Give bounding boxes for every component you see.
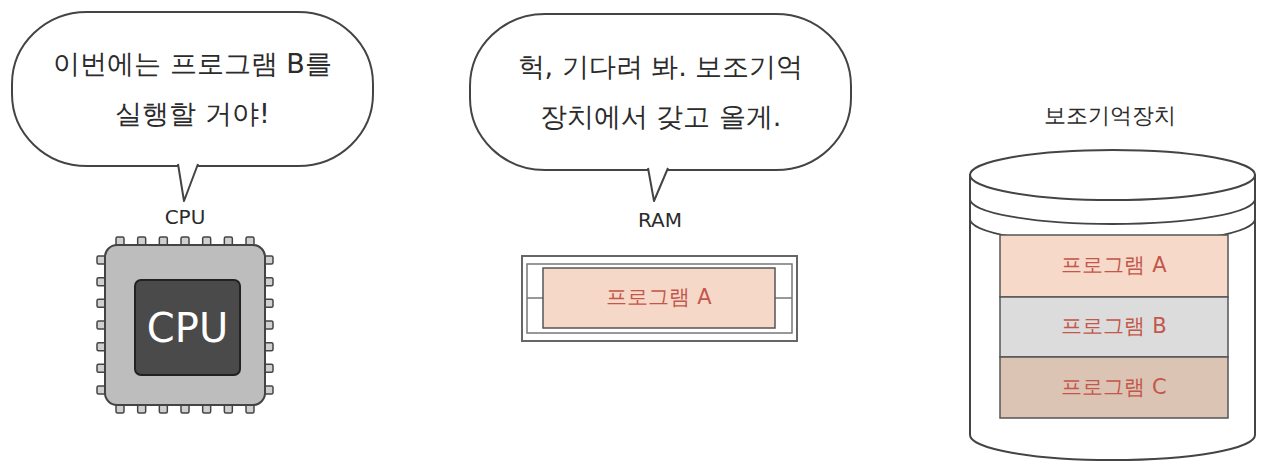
bubble-body: [470, 14, 851, 170]
part-heading: RAM: [638, 208, 682, 232]
chip-package: [105, 245, 265, 405]
program-box: 프로그램 A: [543, 268, 775, 328]
chip-pins: [97, 237, 273, 413]
storage-cylinder-top: [970, 150, 1255, 200]
storage-cylinder-body: [970, 175, 1255, 460]
speech-bubble: 이번에는 프로그램 B를 실행할 거야!: [10, 10, 375, 205]
storage-disk-ring: [970, 199, 1255, 224]
program-box-bg: [1000, 235, 1228, 297]
program-label: 프로그램 B: [1061, 314, 1166, 339]
program-label: 프로그램 A: [606, 285, 711, 310]
program-box: 프로그램 A: [1000, 235, 1228, 297]
program-label: 프로그램 A: [1061, 253, 1166, 278]
part-heading: 보조기억장치: [1044, 103, 1176, 129]
storage-device: 보조기억장치프로그램 A 프로그램 B 프로그램 C: [960, 95, 1260, 467]
bubble-tail: [648, 168, 668, 201]
chip-text: CPU: [147, 308, 228, 348]
ram-rail: [527, 297, 543, 299]
bubble-tail: [178, 164, 198, 201]
ram-rail: [775, 297, 792, 299]
bubble-body: [12, 12, 373, 166]
speech-text: 이번에는 프로그램 B를 실행할 거야!: [38, 39, 348, 139]
part-heading: CPU: [165, 205, 206, 229]
cpu-chip: CPU CPU: [95, 205, 275, 417]
ram-module-outer: [522, 256, 797, 341]
chip-die: [135, 280, 240, 375]
program-box-bg: [1000, 297, 1228, 357]
speech-bubble: 헉, 기다려 봐. 보조기억 장치에서 갖고 올게.: [468, 12, 853, 205]
program-box-bg: [543, 268, 775, 328]
ram-module-inner: [527, 264, 792, 333]
ram-module: RAM 프로그램 A: [515, 208, 805, 348]
program-box: 프로그램 B: [1000, 297, 1228, 357]
program-label: 프로그램 C: [1061, 375, 1166, 400]
program-box: 프로그램 C: [1000, 357, 1228, 418]
speech-text: 헉, 기다려 봐. 보조기억 장치에서 갖고 올게.: [506, 42, 816, 142]
program-box-bg: [1000, 357, 1228, 418]
